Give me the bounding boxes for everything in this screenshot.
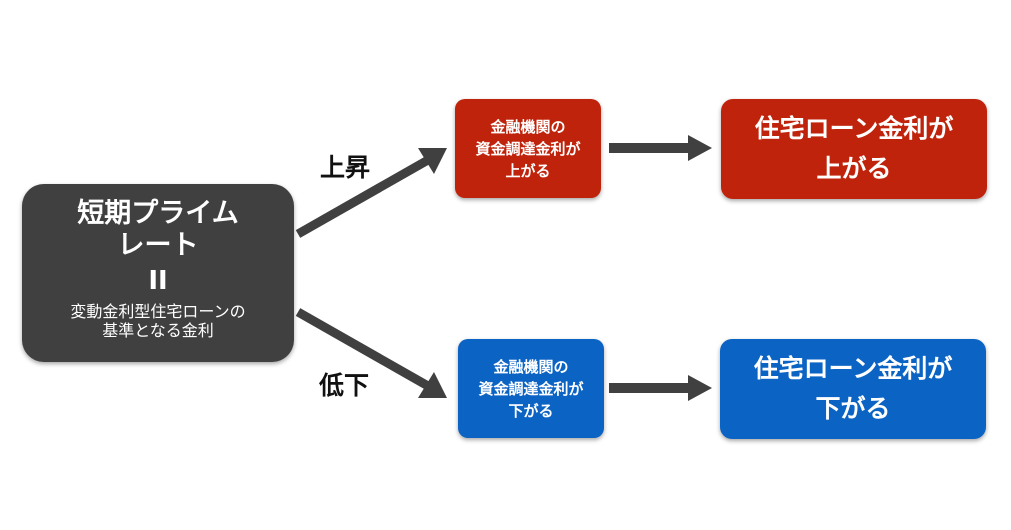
bank-funding-rate-fall-box: 金融機関の 資金調達金利が 下がる: [458, 339, 604, 438]
fall-label: 低下: [319, 371, 370, 400]
short-term-prime-rate-box: 短期プライム レート II 変動金利型住宅ローンの 基準となる金利: [22, 184, 294, 362]
rise-result-arrow: [609, 135, 712, 161]
fall-arrow: [295, 308, 447, 398]
source-title: 短期プライム レート: [77, 198, 239, 261]
fall-result-arrow: [609, 375, 712, 401]
equals-sign: II: [148, 266, 168, 296]
mortgage-rate-fall-box: 住宅ローン金利が 下がる: [720, 339, 986, 439]
rise-arrow: [295, 148, 447, 238]
bank-funding-rate-rise-box: 金融機関の 資金調達金利が 上がる: [455, 99, 601, 198]
rise-label: 上昇: [320, 153, 371, 182]
mortgage-rate-rise-box: 住宅ローン金利が 上がる: [721, 99, 987, 199]
source-note: 変動金利型住宅ローンの 基準となる金利: [70, 302, 246, 340]
